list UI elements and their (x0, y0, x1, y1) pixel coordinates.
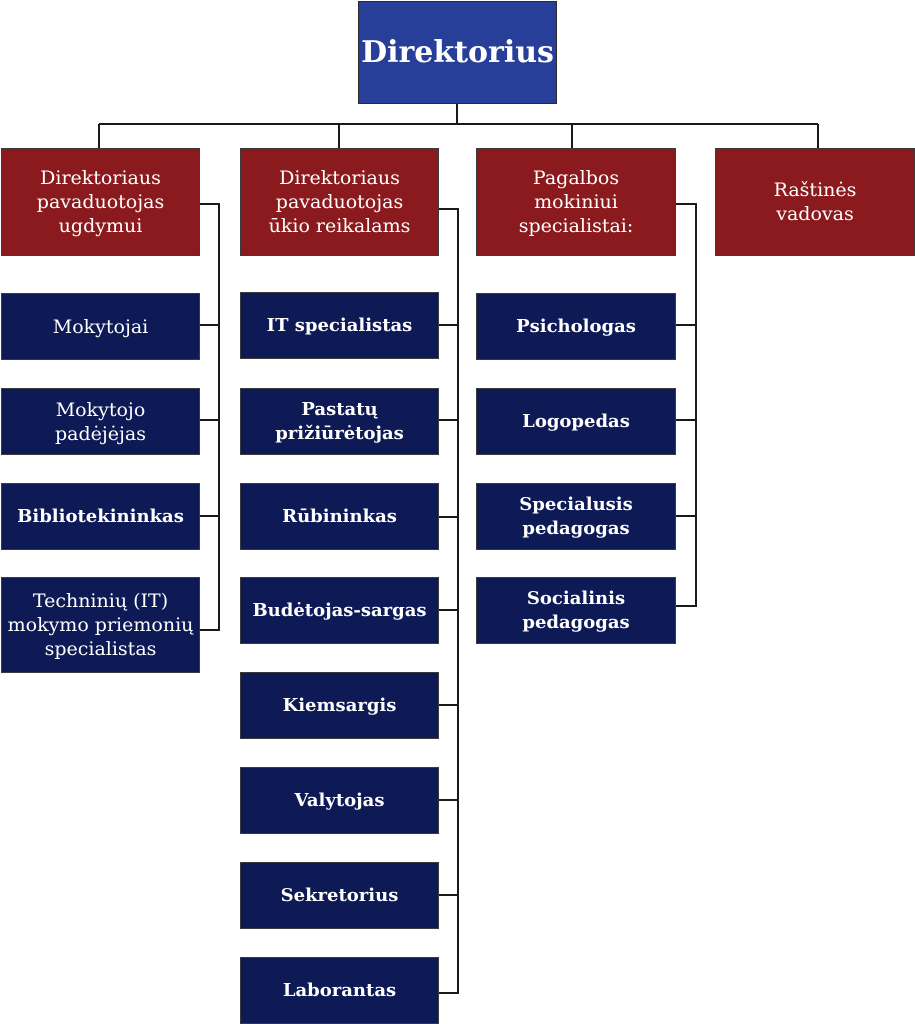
head-student-support-label: Pagalbos mokiniui specialistai: (518, 167, 634, 237)
head-office-manager: Raštinės vadovas (715, 148, 915, 256)
node-watchman-guard: Budėtojas-sargas (240, 577, 439, 644)
head-deputy-education: Direktoriaus pavaduotojas ugdymui (1, 148, 200, 256)
node-special-educator: Specialusis pedagogas (476, 483, 676, 550)
node-watchman-guard-label: Budėtojas-sargas (252, 599, 427, 621)
node-cleaner: Valytojas (240, 767, 439, 834)
director-label: Direktorius (361, 34, 554, 70)
node-social-educator-label: Socialinis pedagogas (522, 587, 630, 633)
connector-rail-1 (200, 203, 220, 631)
node-speech-therapist: Logopedas (476, 388, 676, 455)
node-special-educator-label: Specialusis pedagogas (519, 493, 633, 539)
node-yard-keeper-label: Kiemsargis (282, 694, 397, 716)
node-it-specialist-label: IT specialistas (266, 314, 413, 336)
head-deputy-education-label: Direktoriaus pavaduotojas ugdymui (36, 167, 165, 237)
node-building-caretaker-label: Pastatų prižiūrėtojas (275, 398, 404, 444)
node-librarian: Bibliotekininkas (1, 483, 200, 550)
node-building-caretaker: Pastatų prižiūrėtojas (240, 388, 439, 455)
connector-rail-2 (438, 208, 459, 994)
node-it-teaching-aids-specialist-label: Techninių (IT) mokymo priemonių speciali… (7, 590, 194, 660)
director-box: Direktorius (358, 1, 557, 104)
head-office-manager-label: Raštinės vadovas (773, 179, 857, 225)
node-teachers: Mokytojai (1, 293, 200, 360)
node-teacher-assistant: Mokytojo padėjėjas (1, 388, 200, 455)
node-cleaner-label: Valytojas (294, 789, 385, 811)
node-cloakroom-attendant: Rūbininkas (240, 483, 439, 550)
node-psychologist-label: Psichologas (516, 315, 636, 337)
node-lab-assistant-label: Laborantas (282, 979, 397, 1001)
node-cloakroom-attendant-label: Rūbininkas (282, 505, 397, 527)
node-it-teaching-aids-specialist: Techninių (IT) mokymo priemonių speciali… (1, 577, 200, 673)
head-deputy-facilities: Direktoriaus pavaduotojas ūkio reikalams (240, 148, 439, 256)
node-teacher-assistant-label: Mokytojo padėjėjas (54, 398, 146, 445)
node-librarian-label: Bibliotekininkas (17, 505, 184, 527)
node-psychologist: Psichologas (476, 293, 676, 360)
node-speech-therapist-label: Logopedas (522, 410, 630, 432)
connector-rail-3 (676, 203, 697, 607)
node-it-specialist: IT specialistas (240, 292, 439, 359)
head-deputy-facilities-label: Direktoriaus pavaduotojas ūkio reikalams (268, 167, 411, 237)
node-secretary: Sekretorius (240, 862, 439, 929)
node-yard-keeper: Kiemsargis (240, 672, 439, 739)
node-teachers-label: Mokytojai (52, 315, 149, 338)
node-lab-assistant: Laborantas (240, 957, 439, 1024)
node-social-educator: Socialinis pedagogas (476, 577, 676, 644)
head-student-support: Pagalbos mokiniui specialistai: (476, 148, 676, 256)
node-secretary-label: Sekretorius (280, 884, 399, 906)
